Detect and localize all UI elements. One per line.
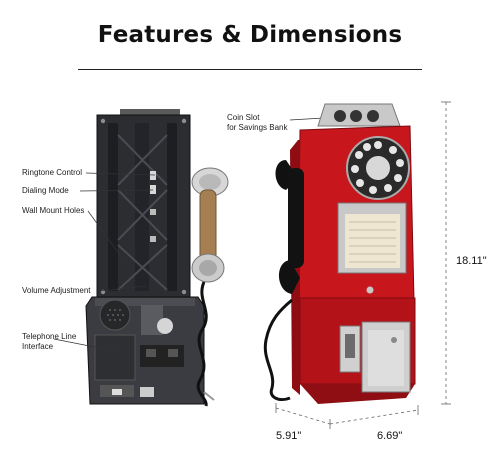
phone-front-view xyxy=(290,103,416,404)
ringtone-control-label: Ringtone Control xyxy=(22,168,83,177)
height-dimension: 18.11" xyxy=(456,255,487,267)
coin-slot-label: Coin Slot for Savings Bank xyxy=(227,113,288,132)
dialing-mode-label: Dialing Mode xyxy=(22,186,69,195)
volume-adjustment-label: Volume Adjustment xyxy=(22,286,91,295)
page-title: Features & Dimensions xyxy=(97,22,403,48)
back-handset xyxy=(191,167,229,407)
wall-mount-holes-label: Wall Mount Holes xyxy=(22,206,85,215)
width-dimension: 6.69" xyxy=(377,430,403,442)
front-handset xyxy=(263,160,304,402)
callout-lines xyxy=(53,116,341,352)
phone-back-view xyxy=(85,109,205,405)
dimension-lines xyxy=(275,101,451,429)
telephone-line-interface-label: Telephone Line Interface xyxy=(22,332,77,351)
title-divider xyxy=(78,69,422,70)
depth-dimension: 5.91" xyxy=(276,430,302,442)
